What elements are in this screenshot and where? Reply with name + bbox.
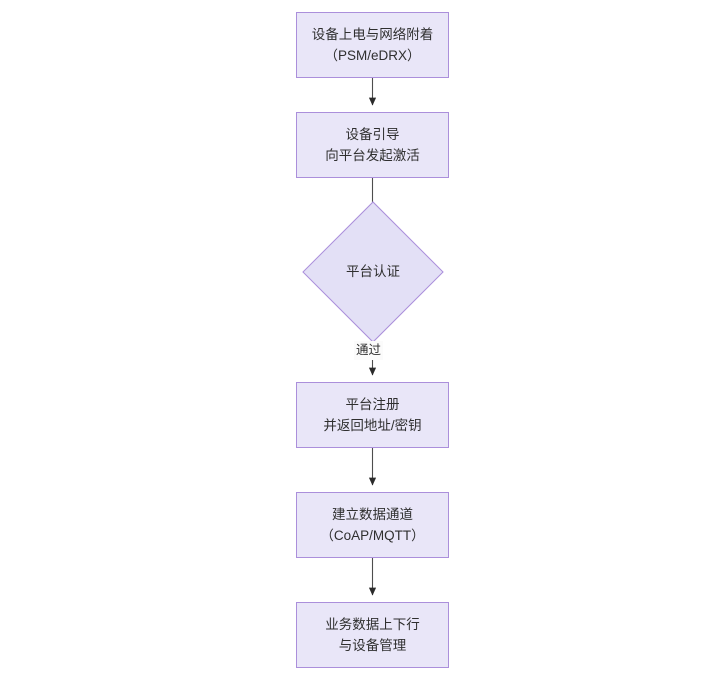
flow-node-auth-decision[interactable]: 平台认证 — [302, 201, 444, 343]
edge-label-pass: 通过 — [354, 341, 384, 360]
flow-node-channel-line-2: （CoAP/MQTT） — [320, 528, 425, 543]
flow-node-register-line-2: 并返回地址/密钥 — [323, 418, 422, 433]
flow-node-power-on-line-2: （PSM/eDRX） — [324, 48, 421, 63]
flow-node-register[interactable]: 平台注册 并返回地址/密钥 — [296, 382, 449, 448]
flow-node-register-line-1: 平台注册 — [345, 397, 400, 412]
flow-node-auth-label: 平台认证 — [346, 264, 400, 279]
flow-node-bootstrap-line-2: 向平台发起激活 — [325, 148, 420, 163]
flow-node-bootstrap[interactable]: 设备引导 向平台发起激活 — [296, 112, 449, 178]
edge-label-pass-text: 通过 — [356, 343, 382, 357]
flow-node-channel-line-1: 建立数据通道 — [332, 507, 413, 522]
flow-node-bootstrap-line-1: 设备引导 — [345, 127, 400, 142]
flow-node-power-on-line-1: 设备上电与网络附着 — [311, 27, 434, 42]
flow-node-data-exchange[interactable]: 业务数据上下行 与设备管理 — [296, 602, 449, 668]
flow-node-channel[interactable]: 建立数据通道 （CoAP/MQTT） — [296, 492, 449, 558]
flow-node-data-exchange-line-2: 与设备管理 — [338, 638, 407, 653]
flow-node-data-exchange-line-1: 业务数据上下行 — [325, 617, 420, 632]
flow-node-power-on[interactable]: 设备上电与网络附着 （PSM/eDRX） — [296, 12, 449, 78]
